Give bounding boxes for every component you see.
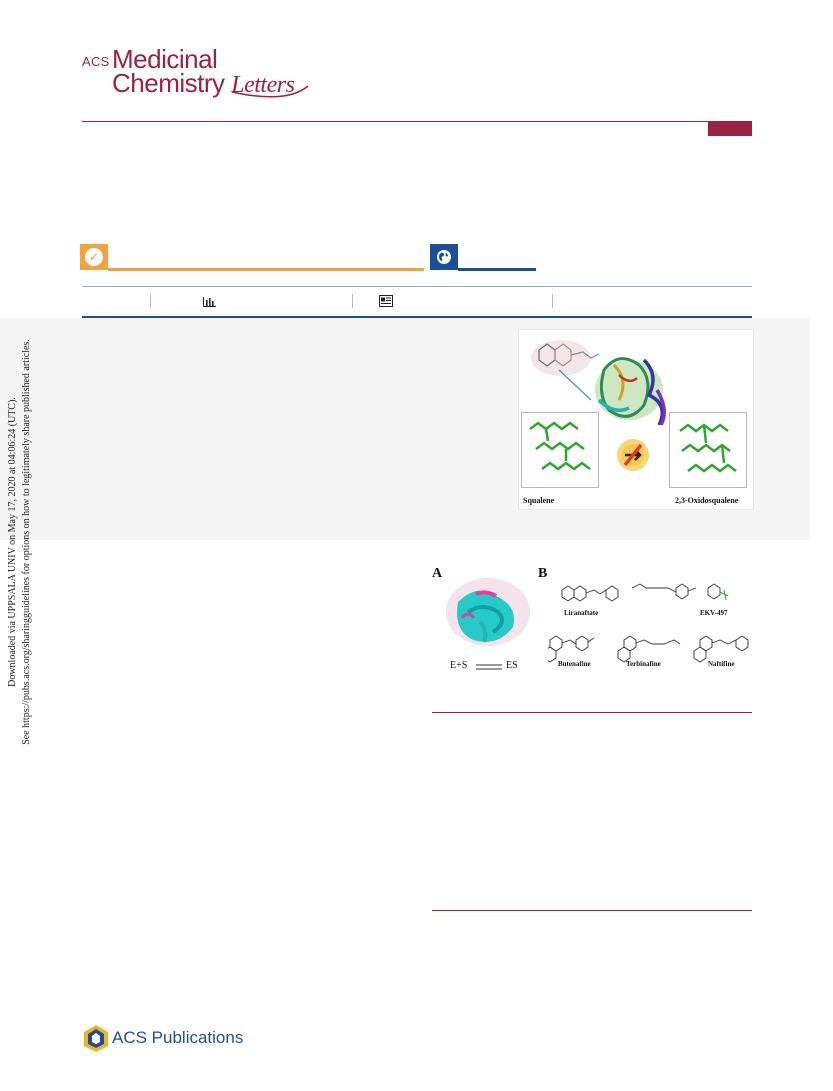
enzyme-structure-image <box>446 578 530 646</box>
bar-chart-icon[interactable] <box>203 294 216 312</box>
molecule-label: Butenafine <box>558 660 591 668</box>
inhibition-arrow-icon <box>617 439 649 471</box>
journal-acs-text: ACS <box>82 54 110 69</box>
download-notice: Downloaded via UPPSALA UNIV on May 17, 2… <box>6 322 34 762</box>
journal-swoosh-icon <box>231 85 309 98</box>
equilibrium-right: ES <box>506 660 518 671</box>
equilibrium-left: E+S <box>450 660 468 671</box>
download-notice-line1: Downloaded via UPPSALA UNIV on May 17, 2… <box>7 397 18 687</box>
header-tab <box>708 122 752 136</box>
journal-logo: ACS Medicinal Chemistry Letters <box>82 46 322 102</box>
panel-a-label: A <box>432 566 443 581</box>
equilibrium-arrows-icon <box>476 664 502 670</box>
acs-hexagon-icon <box>84 1025 108 1052</box>
molecule-label: Terbinafine <box>626 660 661 668</box>
journal-title-line1: Medicinal <box>112 44 218 74</box>
metrics-bar-top <box>82 286 752 287</box>
inhibitor-structures-image <box>548 583 749 663</box>
acs-publications-logo[interactable]: ACS Publications <box>82 1024 252 1054</box>
metrics-separator <box>150 294 151 308</box>
panel-b-label: B <box>538 566 548 581</box>
orange-rule <box>108 268 424 271</box>
oxidosqualene-structure <box>669 412 747 488</box>
molecule-label: EKV-497 <box>700 609 728 617</box>
header-rule <box>82 121 752 122</box>
check-circle-icon[interactable]: ✓ <box>80 244 108 270</box>
article-icon[interactable] <box>379 294 393 312</box>
figure-1: A B E+S ES <box>432 566 754 676</box>
toc-right-label: 2,3-Oxidosqualene <box>675 496 739 505</box>
download-notice-line2: See https://pubs.acs.org/sharingguidelin… <box>21 339 32 745</box>
toc-left-label: Squalene <box>523 496 555 505</box>
metrics-separator <box>352 294 353 308</box>
figure-caption-rule-top <box>432 712 752 713</box>
protein-ligand-image <box>531 340 666 425</box>
acs-publications-text: ACS Publications <box>112 1028 244 1047</box>
squalene-structure <box>521 412 599 488</box>
globe-icon[interactable] <box>430 244 458 270</box>
metrics-separator <box>552 294 553 308</box>
blue-rule <box>458 268 536 271</box>
journal-title-chemistry: Chemistry <box>112 68 225 98</box>
metrics-bar-bottom <box>82 316 752 318</box>
figure-caption-rule-bottom <box>432 910 752 911</box>
molecule-label: Naftifine <box>708 660 735 668</box>
toc-graphic: Squalene 2,3-Oxidosqualene <box>518 329 754 510</box>
molecule-label: Liranaftate <box>564 609 599 617</box>
